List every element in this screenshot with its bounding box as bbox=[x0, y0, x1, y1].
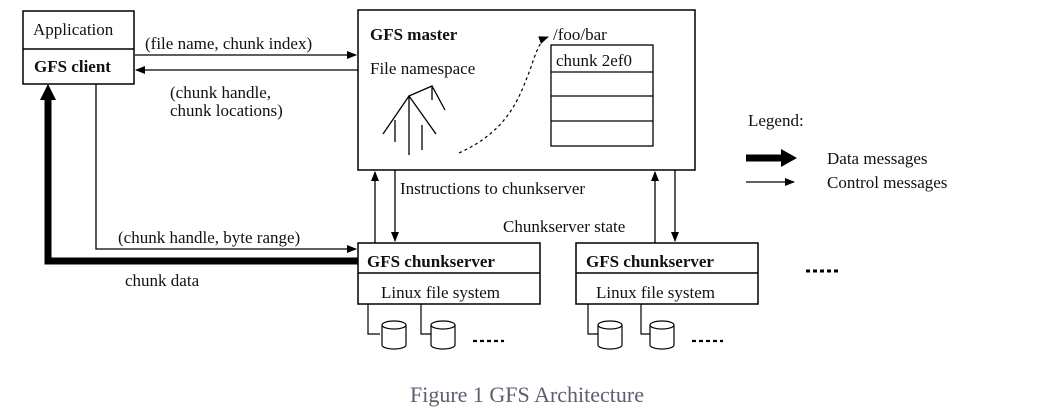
disk-icon bbox=[597, 320, 623, 350]
chunk-data-label: chunk data bbox=[125, 271, 200, 290]
gfs-client-label: GFS client bbox=[34, 57, 111, 76]
namespace-to-chunk-link bbox=[458, 36, 549, 154]
path-label: /foo/bar bbox=[553, 25, 607, 44]
chunkserver-1-fs-label: Linux file system bbox=[381, 283, 500, 302]
request-message-label: (file name, chunk index) bbox=[145, 34, 313, 53]
chunkserver-2-title: GFS chunkserver bbox=[586, 252, 714, 271]
chunk-data-arrow bbox=[44, 96, 358, 265]
legend-data-messages: Data messages bbox=[827, 149, 928, 168]
chunkserver-state-label: Chunkserver state bbox=[503, 217, 626, 236]
disk-icon bbox=[649, 320, 675, 350]
legend-title: Legend: bbox=[748, 111, 804, 130]
namespace-label: File namespace bbox=[370, 59, 476, 78]
chunkserver-box-2 bbox=[575, 242, 759, 350]
chunk-label: chunk 2ef0 bbox=[556, 51, 633, 70]
instructions-label: Instructions to chunkserver bbox=[400, 179, 586, 198]
data-request-arrow bbox=[95, 84, 357, 253]
disk-icon bbox=[381, 320, 407, 350]
application-label: Application bbox=[33, 20, 114, 39]
chunkserver-1-title: GFS chunkserver bbox=[367, 252, 495, 271]
reply-message-label-1: (chunk handle, bbox=[170, 83, 272, 102]
data-request-label: (chunk handle, byte range) bbox=[118, 228, 301, 247]
master-box bbox=[357, 9, 696, 171]
client-box bbox=[22, 10, 135, 85]
master-title: GFS master bbox=[370, 25, 458, 44]
reply-message-label-2: chunk locations) bbox=[170, 101, 283, 120]
legend-control-messages: Control messages bbox=[827, 173, 948, 192]
namespace-tree-icon bbox=[382, 85, 446, 155]
chunkserver-box-1 bbox=[357, 242, 541, 350]
disk-icon bbox=[430, 320, 456, 350]
figure-caption: Figure 1 GFS Architecture bbox=[409, 382, 645, 407]
chunkserver-2-fs-label: Linux file system bbox=[596, 283, 715, 302]
